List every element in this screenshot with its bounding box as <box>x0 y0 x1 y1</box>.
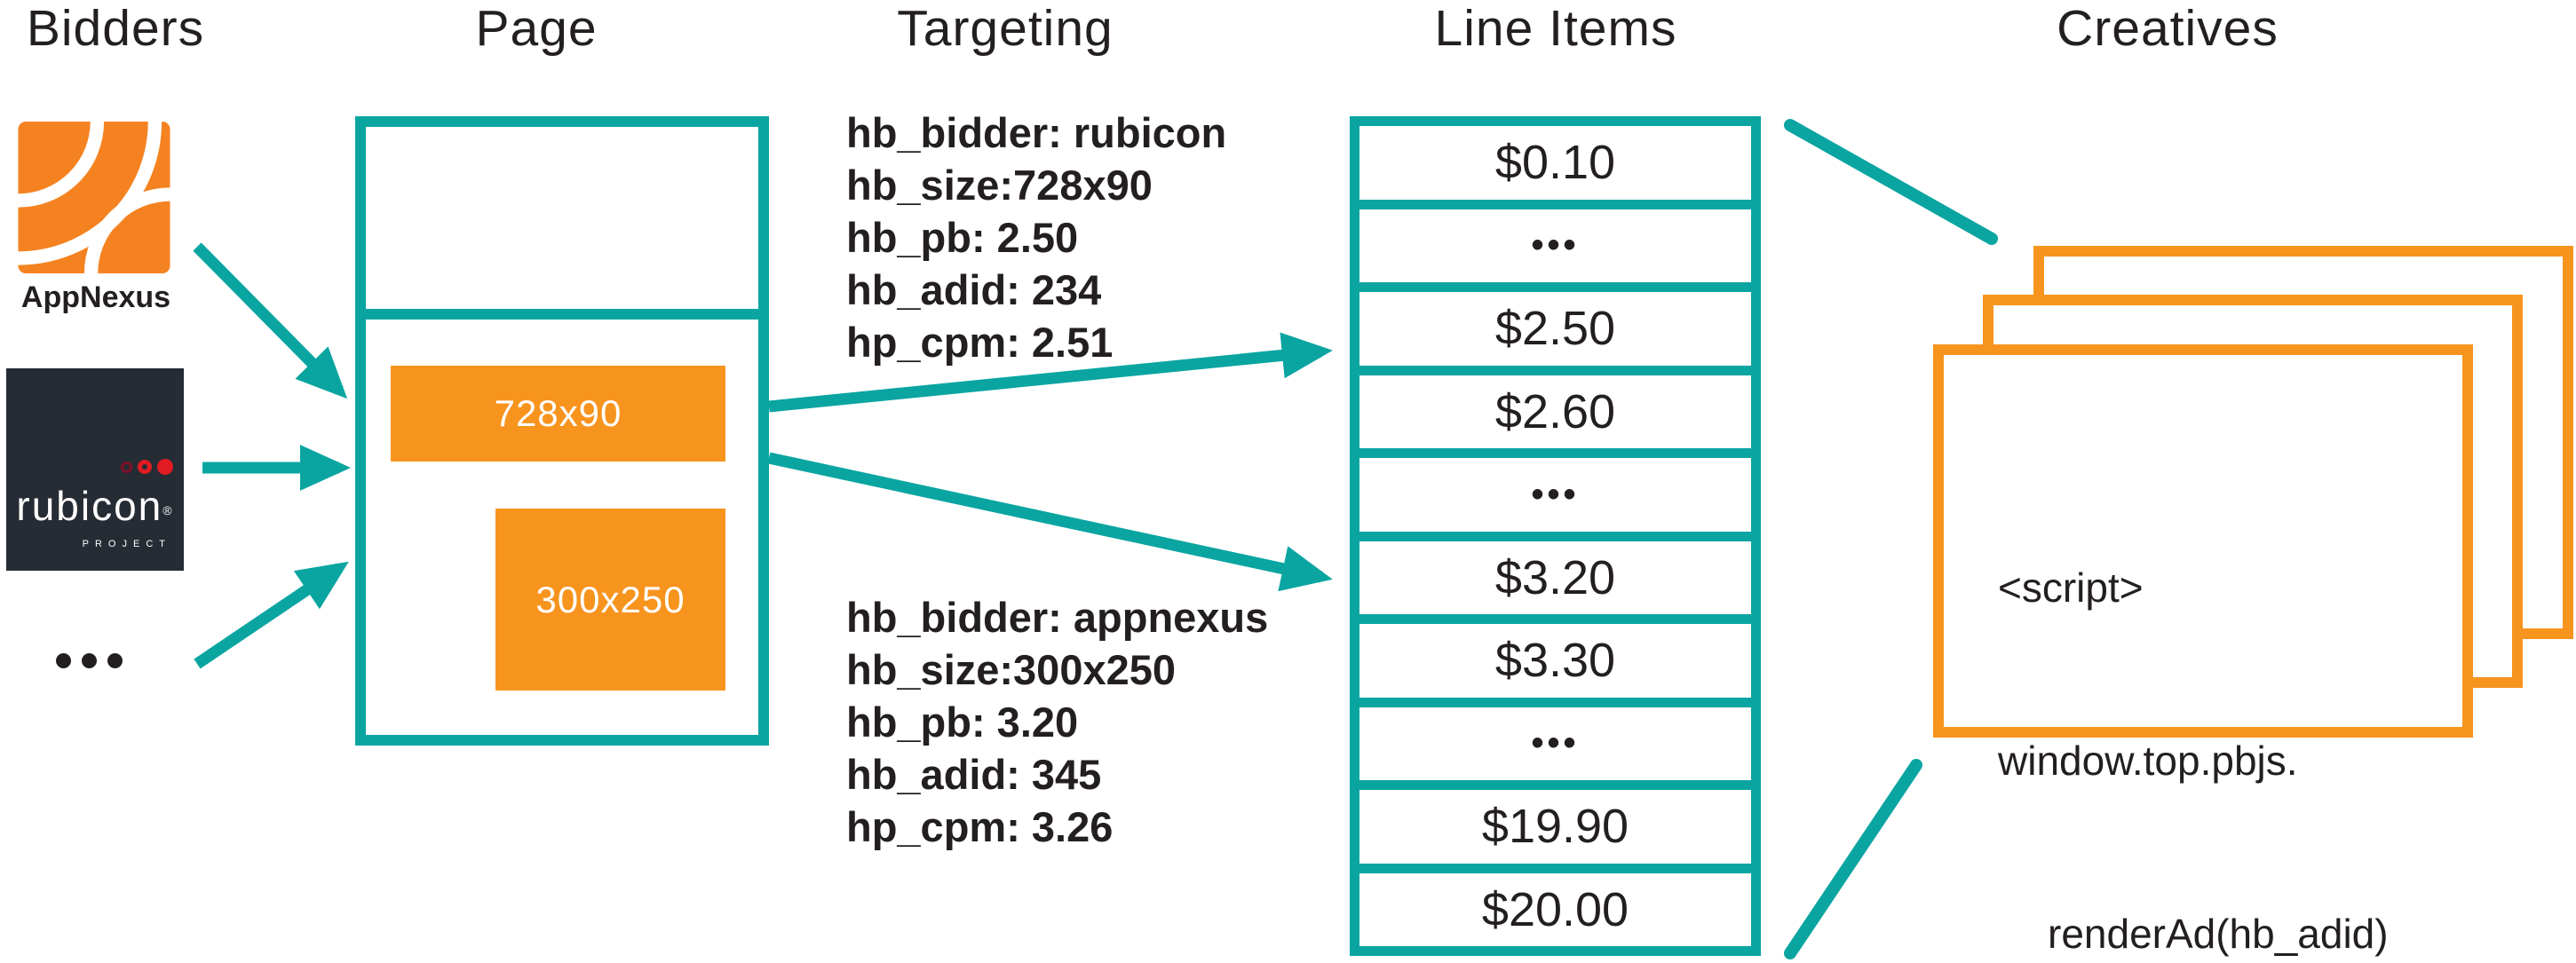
appnexus-label: AppNexus <box>20 280 171 314</box>
line-item-row: $3.20 <box>1359 541 1751 614</box>
code-line: <script> <box>1998 564 2144 611</box>
page-wireframe: 728x90 300x250 <box>355 116 769 746</box>
line-item-row-ellipsis: ••• <box>1359 706 1751 780</box>
creative-card-front: <script> window.top.pbjs. renderAd(hb_ad… <box>1933 344 2473 957</box>
arrow-more-to-page <box>194 561 349 669</box>
rubicon-dot-outline <box>121 461 132 473</box>
targeting-block-appnexus: hb_bidder: appnexus hb_size:300x250 hb_p… <box>846 591 1268 853</box>
ellipsis-dot <box>82 653 97 668</box>
registered-mark: ® <box>162 503 174 517</box>
column-header-line-items: Line Items <box>1434 0 1677 57</box>
page-header-divider <box>366 309 758 320</box>
line-item-row: $20.00 <box>1359 872 1751 946</box>
line-item-row: $0.10 <box>1359 126 1751 200</box>
ad-slot-728x90: 728x90 <box>391 366 725 462</box>
rubicon-dot-donut <box>138 460 152 474</box>
creative-script-snippet: <script> window.top.pbjs. renderAd(hb_ad… <box>1998 444 2389 963</box>
code-line: window.top.pbjs. <box>1998 738 2298 784</box>
connector-line-items-bottom-to-creatives <box>1784 759 1922 959</box>
rubicon-brand-text: rubicon <box>16 483 163 529</box>
connector-line-items-top-to-creatives <box>1784 119 1998 245</box>
column-header-targeting: Targeting <box>897 0 1114 57</box>
targeting-line: hb_adid: 345 <box>846 751 1102 798</box>
ad-slot-728x90-label: 728x90 <box>494 392 622 434</box>
rubicon-project-text: PROJECT <box>82 539 171 549</box>
line-item-row: $19.90 <box>1359 790 1751 864</box>
line-item-row-ellipsis: ••• <box>1359 458 1751 532</box>
rubicon-logo-icon: rubicon® PROJECT <box>6 368 184 571</box>
rubicon-dot-solid <box>157 459 173 475</box>
ad-slot-300x250: 300x250 <box>495 509 725 691</box>
line-item-row-ellipsis: ••• <box>1359 209 1751 282</box>
ellipsis-dot <box>107 653 123 668</box>
more-bidders-ellipsis-icon <box>56 653 123 668</box>
line-items-table: $0.10 ••• $2.50 $2.60 ••• $3.20 $3.30 ••… <box>1350 116 1761 956</box>
code-line: renderAd(hb_adid) <box>2048 911 2389 957</box>
targeting-line: hb_adid: 234 <box>846 266 1102 313</box>
line-item-row: $2.60 <box>1359 375 1751 448</box>
arrow-appnexus-to-page <box>193 242 348 399</box>
targeting-block-rubicon: hb_bidder: rubicon hb_size:728x90 hb_pb:… <box>846 107 1226 368</box>
ad-slot-300x250-label: 300x250 <box>535 578 686 620</box>
ellipsis-dot <box>56 653 71 668</box>
appnexus-logo-icon <box>18 121 170 274</box>
rubicon-brand: rubicon® <box>6 482 184 530</box>
appnexus-logo-art <box>18 121 170 274</box>
targeting-line: hp_cpm: 3.26 <box>846 803 1114 850</box>
rubicon-dots-icon <box>121 459 173 475</box>
column-header-creatives: Creatives <box>2057 0 2279 57</box>
arrow-page-to-line-item-320 <box>767 452 1333 592</box>
targeting-line: hb_size:300x250 <box>846 646 1177 693</box>
line-item-row: $2.50 <box>1359 292 1751 366</box>
column-header-bidders: Bidders <box>26 0 205 57</box>
targeting-line: hb_bidder: rubicon <box>846 109 1227 156</box>
line-item-row: $3.30 <box>1359 624 1751 698</box>
targeting-line: hb_size:728x90 <box>846 162 1153 209</box>
targeting-line: hb_bidder: appnexus <box>846 594 1269 641</box>
targeting-line: hp_cpm: 2.51 <box>846 319 1114 366</box>
targeting-line: hb_pb: 3.20 <box>846 699 1079 746</box>
targeting-line: hb_pb: 2.50 <box>846 214 1079 261</box>
column-header-page: Page <box>475 0 598 57</box>
